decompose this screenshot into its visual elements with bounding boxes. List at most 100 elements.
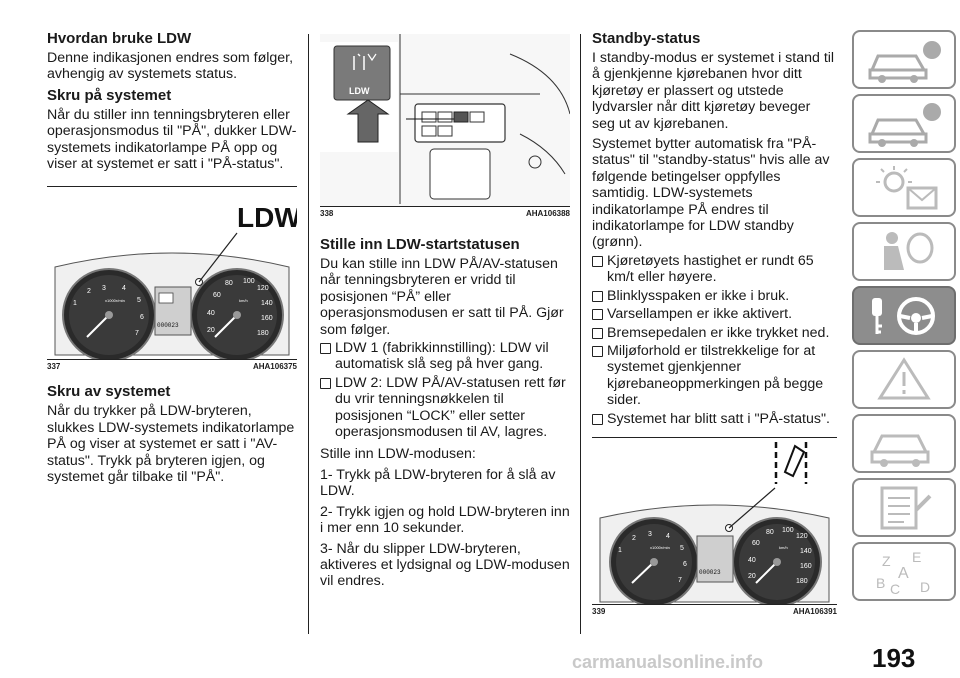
heading-how-to-use: Hvordan bruke LDW <box>47 30 192 47</box>
dashboard-drawing-shape <box>320 34 570 206</box>
heading-set-startup: Stille inn LDW-startstatusen <box>320 236 520 253</box>
tach-tick: 3 <box>102 285 106 292</box>
column-1: Hvordan bruke LDW Denne indikasjonen end… <box>47 30 297 489</box>
cluster-outline-shape <box>599 504 830 604</box>
paragraph-step-2: 2- Trykk igjen og hold LDW-bryteren inn … <box>320 503 570 537</box>
speed-tick: 120 <box>796 533 808 540</box>
speed-tick: 140 <box>800 548 812 555</box>
condition-bullet: Varsellampen er ikke aktivert. <box>592 306 837 322</box>
figure-337: 3 4 5 6 7 2 1 x1000r/min 60 80 100 120 1… <box>47 186 297 361</box>
paragraph-step-3: 3- Når du slipper LDW-bryteren, aktivere… <box>320 540 570 590</box>
checklist-icon <box>880 486 932 530</box>
paragraph-mode-intro: Stille inn LDW-modusen: <box>320 446 476 463</box>
condition-bullet: Blinklysspaken er ikke i bruk. <box>592 288 837 304</box>
key-steering-icon <box>872 297 935 335</box>
odometer: 000023 <box>157 322 179 329</box>
column-3: Standby-status I standby-modus er system… <box>592 30 837 616</box>
figure-code: AHA106388 <box>525 209 570 218</box>
speed-tick: 40 <box>207 310 215 317</box>
tach-tick: 2 <box>87 288 91 295</box>
tab-index[interactable]: Z E A B C D <box>852 542 956 601</box>
speed-tick: 60 <box>752 540 760 547</box>
checkbox-bullet-icon <box>592 309 603 321</box>
tach-tick: 7 <box>135 330 139 337</box>
checkbox-bullet-icon <box>592 345 603 357</box>
paragraph-turn-off: Når du trykker på LDW-bryteren, slukkes … <box>47 403 295 486</box>
tab-safety[interactable] <box>852 222 956 281</box>
watermark-footer: carmanualsonline.info <box>572 652 764 672</box>
checkbox-bullet-icon <box>320 377 331 389</box>
tab-warning-lights[interactable] <box>852 158 956 217</box>
svg-text:C: C <box>890 581 900 597</box>
svg-text:A: A <box>898 565 909 582</box>
speed-tick: 20 <box>207 327 215 334</box>
tach-tick: 6 <box>140 314 144 321</box>
paragraph-set-startup: Du kan stille inn LDW PÅ/AV-statusen når… <box>320 256 564 338</box>
page-number: 193 <box>872 643 916 673</box>
speed-tick: 100 <box>782 527 794 534</box>
chapter-tabs: Z E A B C D <box>852 30 956 606</box>
column-divider <box>308 34 309 634</box>
tach-tick: 3 <box>648 531 652 538</box>
car-service-icon <box>870 434 930 467</box>
heading-turn-on: Skru på systemet <box>47 86 172 104</box>
checkbox-bullet-icon <box>592 290 603 302</box>
speed-unit: km/h <box>239 298 248 303</box>
tab-starting-driving[interactable] <box>852 286 956 345</box>
figure-caption: 337 AHA106375 <box>47 360 297 371</box>
paragraph-standby-1: I standby-modus er systemet i stand til … <box>592 50 835 132</box>
tab-specifications[interactable] <box>852 478 956 537</box>
ldw-switch-label: LDW <box>349 86 370 96</box>
speed-tick: 60 <box>213 292 221 299</box>
condition-bullet: Miljøforhold er tilstrekkelige for at sy… <box>592 343 837 409</box>
figure-caption: 338 AHA106388 <box>320 207 570 218</box>
ldw-indicator-icon <box>195 233 238 287</box>
svg-text:D: D <box>920 579 930 595</box>
tach-tick: 7 <box>678 577 682 584</box>
speed-tick: 180 <box>257 330 269 337</box>
bullet-ldw1: LDW 1 (fabrikkinnstilling): LDW vil auto… <box>320 340 570 373</box>
column-2: LDW 338 AHA106388 Stille inn LDW-startst… <box>320 34 570 594</box>
tach-tick: 4 <box>666 533 670 540</box>
paragraph-standby-2: Systemet bytter automatisk fra "PÅ-statu… <box>592 136 830 251</box>
ldw-standby-icon <box>725 441 808 532</box>
speed-unit: km/h <box>779 545 788 550</box>
tach-tick: 1 <box>618 547 622 554</box>
paragraph-intro: Denne indikasjonen endres som følger, av… <box>47 50 294 83</box>
tab-car-overview[interactable] <box>852 30 956 89</box>
odometer: 000023 <box>699 569 721 576</box>
tab-service[interactable] <box>852 414 956 473</box>
car-info-icon <box>868 103 941 147</box>
tab-car-info[interactable] <box>852 94 956 153</box>
paragraph-step-1: 1- Trykk på LDW-bryteren for å slå av LD… <box>320 466 556 500</box>
paragraph-turn-on: Når du stiller inn tenningsbryteren elle… <box>47 106 297 173</box>
road-triangle-icon <box>877 357 931 400</box>
speed-tick: 80 <box>766 529 774 536</box>
airbag-icon <box>884 232 934 270</box>
speed-tick: 20 <box>748 573 756 580</box>
speed-tick: 120 <box>257 285 269 292</box>
condition-bullet: Kjøretøyets hastighet er rundt 65 km/t e… <box>592 253 837 286</box>
svg-text:Z: Z <box>882 553 891 569</box>
checkbox-bullet-icon <box>592 255 603 267</box>
tach-tick: 2 <box>632 535 636 542</box>
condition-bullet: Bremsepedalen er ikke trykket ned. <box>592 325 837 341</box>
bullet-ldw2: LDW 2: LDW PÅ/AV-statusen rett før du vr… <box>320 375 570 441</box>
svg-text:B: B <box>876 575 885 591</box>
instrument-cluster-standby-illustration: 1 2 3 4 5 6 7 x1000r/min 20 40 60 80 100… <box>599 441 830 604</box>
figure-338: LDW <box>320 34 570 207</box>
speed-tick: 140 <box>261 300 273 307</box>
speed-tick: 180 <box>796 578 808 585</box>
figure-code: AHA106375 <box>252 362 297 372</box>
tab-emergency[interactable] <box>852 350 956 409</box>
tach-tick: 5 <box>137 297 141 304</box>
figure-number: 339 <box>592 606 606 616</box>
figure-caption: 339 AHA106391 <box>592 605 837 616</box>
figure-339: 1 2 3 4 5 6 7 x1000r/min 20 40 60 80 100… <box>592 436 837 605</box>
heading-turn-off: Skru av systemet <box>47 383 171 401</box>
figure-code: AHA106391 <box>792 606 837 616</box>
column-divider <box>580 34 581 634</box>
tach-tick: 5 <box>680 545 684 552</box>
speed-tick: 160 <box>261 315 273 322</box>
cluster-outline-shape <box>54 252 290 360</box>
